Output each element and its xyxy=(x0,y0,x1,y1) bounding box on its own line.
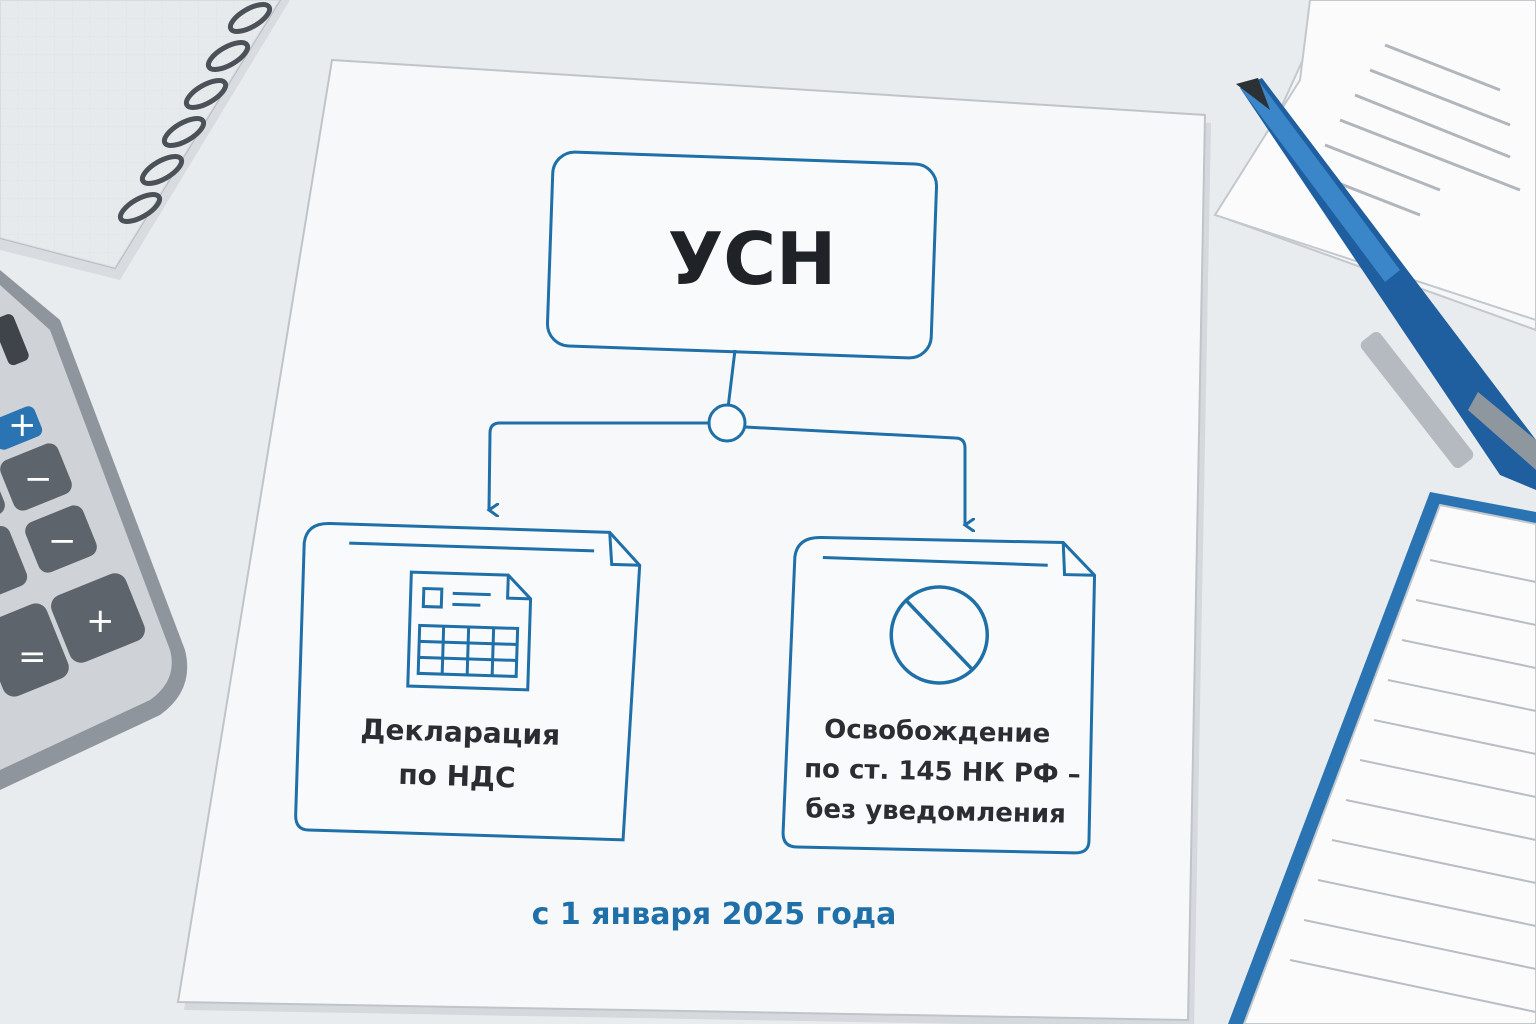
svg-text:−: − xyxy=(48,521,77,561)
lined-notebook xyxy=(1228,492,1536,1024)
connector-right xyxy=(744,425,965,525)
svg-text:−: − xyxy=(24,459,53,499)
connectors xyxy=(489,349,965,525)
spreadsheet-icon xyxy=(406,570,533,692)
spiral-notebook xyxy=(0,0,290,280)
svg-text:+: + xyxy=(86,601,115,641)
calculator: + − − + = xyxy=(0,270,188,790)
declaration-label-line2: по НДС xyxy=(398,758,516,795)
declaration-label-line1: Декларация xyxy=(360,713,561,752)
root-label: УСН xyxy=(668,217,837,301)
prohibited-icon xyxy=(889,585,990,685)
calculator-keys: + − − + = xyxy=(0,405,145,697)
exemption-node: Освобождение по ст. 145 НК РФ – без увед… xyxy=(781,535,1097,855)
root-node: УСН xyxy=(545,150,939,360)
svg-text:=: = xyxy=(18,637,47,677)
connector-left xyxy=(489,421,709,510)
exemption-label-line1: Освобождение xyxy=(824,715,1051,750)
declaration-node: Декларация по НДС xyxy=(294,522,642,842)
pen xyxy=(1236,78,1536,490)
exemption-label-line3: без уведомления xyxy=(805,794,1066,829)
effective-date: с 1 января 2025 года xyxy=(532,897,897,932)
exemption-label-line2: по ст. 145 НК РФ – xyxy=(804,754,1081,790)
svg-text:+: + xyxy=(8,405,37,445)
papers-stack xyxy=(1213,0,1536,332)
junction-node xyxy=(707,403,747,443)
